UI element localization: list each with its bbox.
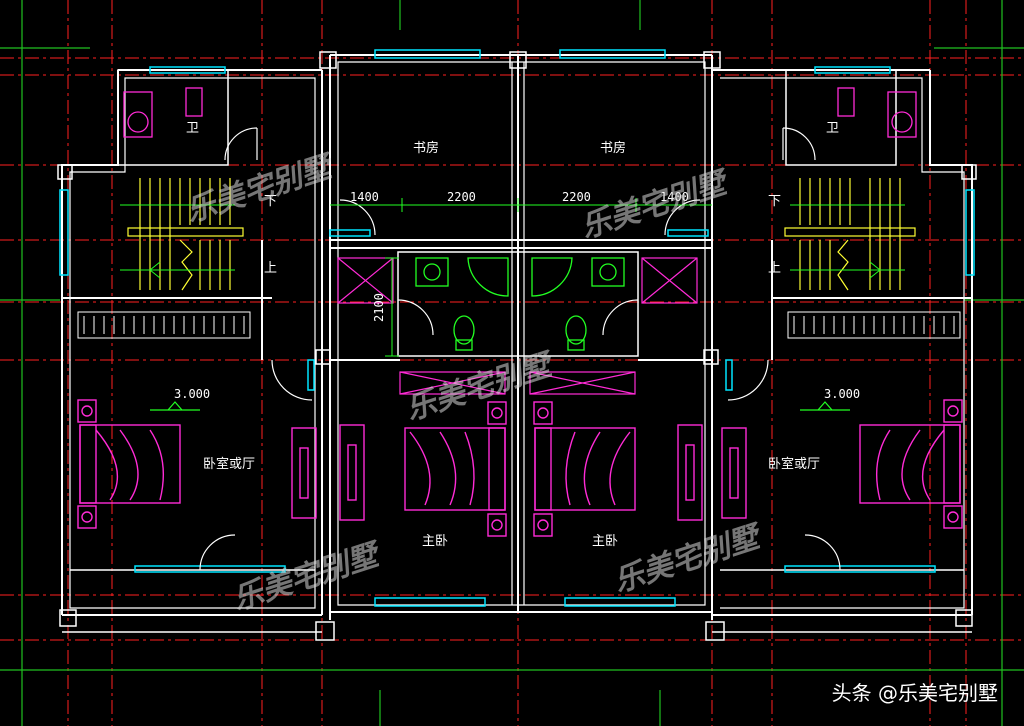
level-text-left: 3.000 [174, 387, 210, 401]
watermark-3: 乐美宅别墅 [402, 346, 560, 427]
label-bedroom-hall-left: 卧室或厅 [203, 456, 255, 472]
watermarks: 乐美宅别墅 乐美宅别墅 乐美宅别墅 乐美宅别墅 乐美宅别墅 [182, 148, 768, 617]
credit-text: 头条 @乐美宅别墅 [831, 681, 998, 705]
doors [199, 127, 841, 571]
label-bathroom-left: 卫 [186, 121, 199, 136]
watermark-5: 乐美宅别墅 [610, 518, 768, 599]
stairs-left [127, 178, 244, 291]
label-stairs-down-left: 下 [264, 194, 277, 209]
label-master-bedroom-left: 主卧 [422, 534, 448, 549]
label-bedroom-hall-right: 卧室或厅 [768, 456, 820, 472]
shafts [337, 257, 698, 395]
bedroom-furniture [77, 399, 963, 537]
level-markers [150, 401, 850, 411]
columns [57, 51, 977, 641]
dimension-text-4: 1400 [660, 190, 689, 204]
bath-fixtures [123, 87, 917, 138]
stairs-right [784, 178, 916, 291]
level-text-right: 3.000 [824, 387, 860, 401]
windows [59, 49, 975, 607]
dimension-text-2: 2200 [447, 190, 476, 204]
wardrobes [77, 311, 961, 339]
stair-arrows [120, 204, 905, 279]
center-bath-fixtures [415, 257, 625, 351]
label-stairs-down-right: 下 [768, 194, 781, 209]
label-master-bedroom-right: 主卧 [592, 534, 618, 549]
dimension-lines [330, 198, 712, 357]
dimension-text-1: 1400 [350, 190, 379, 204]
dimension-text-3: 2200 [562, 190, 591, 204]
label-stairs-up-right: 上 [768, 261, 781, 276]
label-stairs-up-left: 上 [264, 261, 277, 276]
dimension-text-5: 2100 [372, 293, 386, 322]
label-bathroom-right: 卫 [826, 121, 839, 136]
label-study-left: 书房 [413, 140, 439, 156]
watermark-1: 乐美宅别墅 [182, 148, 340, 229]
label-study-right: 书房 [600, 140, 626, 156]
walls [61, 54, 973, 633]
